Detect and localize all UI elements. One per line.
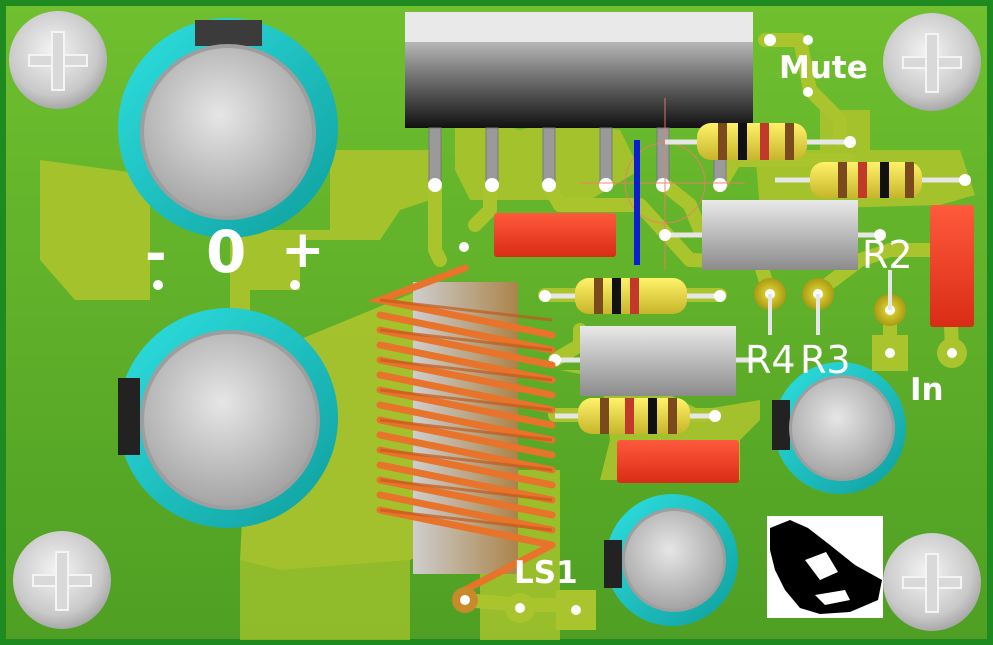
label-minus: - xyxy=(145,224,167,284)
label-zero: 0 xyxy=(206,218,247,286)
label-ls1: LS1 xyxy=(514,555,578,591)
label-r4: R4 xyxy=(745,338,796,382)
inductor-coil xyxy=(367,264,556,594)
capacitor-large-top xyxy=(118,18,338,238)
component-r2-body xyxy=(659,200,886,270)
capacitor-large-bottom xyxy=(118,308,338,528)
smd-part-bottom xyxy=(617,440,739,483)
smd-part-top xyxy=(494,213,616,257)
label-in: In xyxy=(910,372,944,408)
label-r2: R2 xyxy=(862,233,913,277)
label-plus: + xyxy=(281,220,325,280)
mounting-screw-top-right xyxy=(883,13,981,111)
logo-image xyxy=(767,516,883,618)
mounting-screw-bottom-right xyxy=(883,533,981,631)
capacitor-small-right xyxy=(772,362,906,494)
capacitor-small-bottom xyxy=(604,494,738,626)
mounting-screw-bottom-left xyxy=(13,531,111,629)
resistor-middle xyxy=(539,278,726,314)
resistor-mid-right xyxy=(775,162,971,198)
resistor-top xyxy=(665,123,856,160)
component-r4r3-body xyxy=(549,326,760,396)
mounting-screw-top-left xyxy=(9,11,107,109)
jumper-wire xyxy=(634,140,640,265)
smd-part-right xyxy=(930,205,974,327)
pad-group xyxy=(153,34,967,630)
label-r3: R3 xyxy=(800,338,851,382)
resistor-lower xyxy=(555,398,721,434)
label-mute: Mute xyxy=(779,50,868,86)
